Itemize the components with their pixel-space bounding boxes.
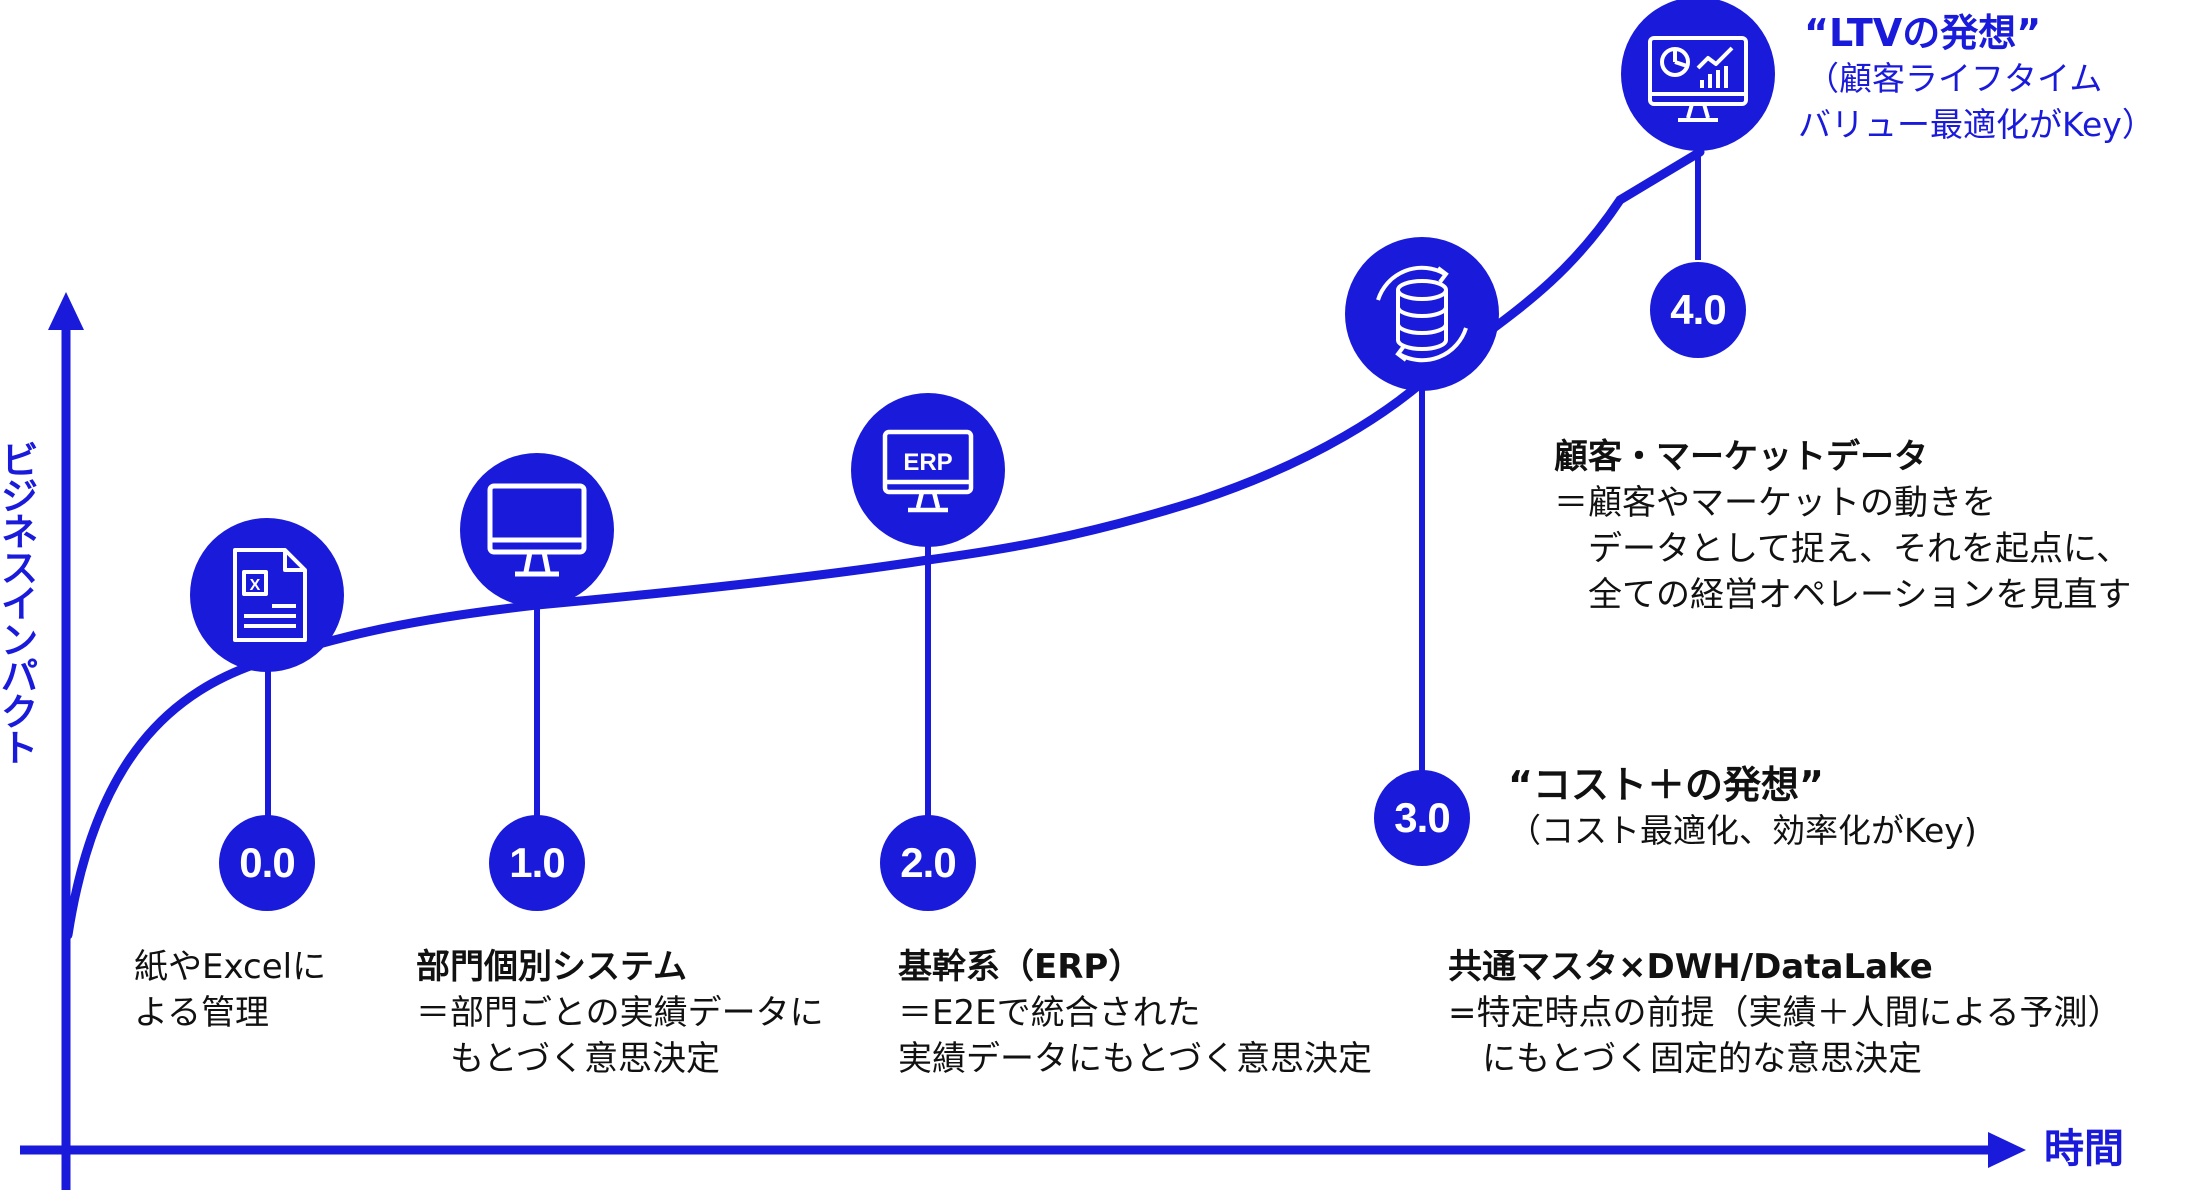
stage-3-concept-title: “コスト＋の発想” [1508, 763, 1824, 807]
stage-4-line-1: ＝顧客やマーケットの動きを [1554, 483, 1996, 523]
stage-0-badge: 0.0 [219, 815, 315, 911]
x-axis-arrowhead [1988, 1132, 2026, 1168]
stage-3-line-1: =特定時点の前提（実績＋人間による予測） [1448, 993, 2122, 1033]
stage-2-line-2: 実績データにもとづく意思決定 [898, 1039, 1372, 1079]
stage-1-description: 部門個別システム ＝部門ごとの実績データに もとづく意思決定 [416, 944, 824, 1082]
stage-1-icon-circle [460, 453, 614, 607]
x-axis-label: 時間 [2044, 1126, 2124, 1172]
y-axis-label: ビジネスインパクト [0, 440, 38, 764]
database-sync-icon [1376, 265, 1468, 363]
stage-4-icon-circle [1621, 0, 1775, 151]
stage-3-line-2: にもとづく固定的な意思決定 [1448, 1039, 1922, 1079]
stage-2-title: 基幹系（ERP） [898, 947, 1143, 987]
stage-3-description: 共通マスタ×DWH/DataLake =特定時点の前提（実績＋人間による予測） … [1448, 944, 2121, 1082]
erp-monitor-icon [882, 429, 974, 513]
stage-0-description: 紙やExcelに よる管理 [134, 944, 326, 1036]
stage-1-line-2: もとづく意思決定 [416, 1039, 720, 1079]
stage-4-line-2: データとして捉え、それを起点に、 [1554, 529, 2130, 569]
stage-2-badge: 2.0 [880, 815, 976, 911]
stage-4-title: 顧客・マーケットデータ [1554, 437, 1928, 477]
stage-4-concept-sub-line-1: （顧客ライフタイム [1806, 59, 2103, 98]
stage-1-title: 部門個別システム [416, 947, 687, 987]
monitor-icon [487, 483, 587, 577]
svg-text:X: X [250, 577, 261, 594]
stage-1-line-1: ＝部門ごとの実績データに [416, 993, 824, 1033]
stage-1-badge: 1.0 [489, 815, 585, 911]
stage-4-description: 顧客・マーケットデータ ＝顧客やマーケットの動きを データとして捉え、それを起点… [1554, 434, 2131, 618]
erp-icon-label: ERP [903, 449, 952, 476]
stage-2-description: 基幹系（ERP） ＝E2Eで統合された 実績データにもとづく意思決定 [898, 944, 1372, 1082]
stage-3-title: 共通マスタ×DWH/DataLake [1448, 947, 1933, 987]
stage-3-concept: “コスト＋の発想” （コスト最適化、効率化がKey) [1508, 762, 1977, 854]
excel-file-icon [233, 548, 307, 642]
stage-4-line-3: 全ての経営オペレーションを見直す [1554, 575, 2132, 615]
stage-3-concept-subtitle: （コスト最適化、効率化がKey) [1508, 811, 1977, 850]
stage-0-line-1: 紙やExcelに [134, 947, 327, 987]
stage-4-concept-title: “LTVの発想” [1804, 11, 2042, 55]
stage-4-badge: 4.0 [1650, 262, 1746, 358]
stage-4-concept-sub-line-2: バリュー最適化がKey） [1798, 105, 2155, 144]
stage-4-concept: “LTVの発想” （顧客ライフタイム バリュー最適化がKey） [1798, 10, 2155, 148]
stage-0-line-2: よる管理 [134, 993, 269, 1033]
y-axis-arrowhead [48, 292, 84, 330]
analytics-dashboard-icon [1648, 36, 1748, 122]
stage-3-badge: 3.0 [1374, 770, 1470, 866]
stage-2-line-1: ＝E2Eで統合された [898, 993, 1201, 1033]
